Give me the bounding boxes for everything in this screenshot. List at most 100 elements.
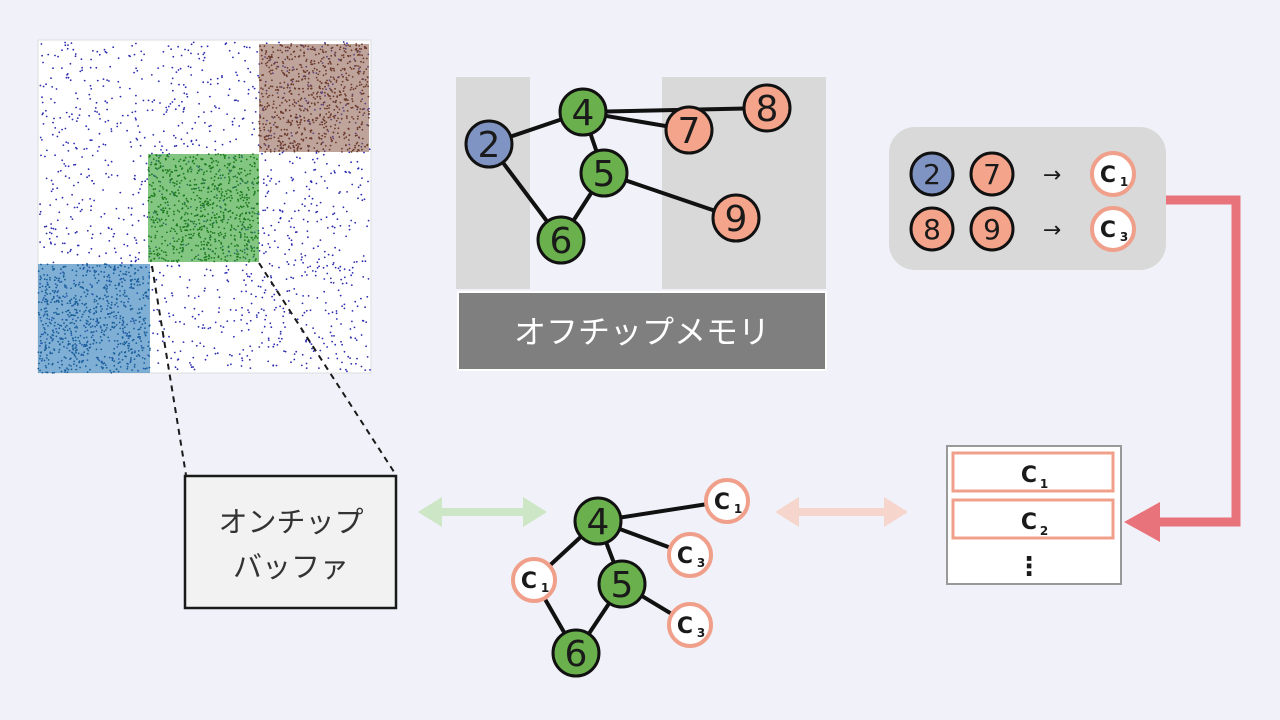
matrix-block-dot [203,247,205,250]
matrix-block-dot [178,182,181,184]
matrix-block-dot [129,335,132,337]
matrix-block-dot [150,201,153,204]
matrix-block-dot [122,324,124,326]
matrix-block-dot [340,93,342,96]
matrix-dot [293,358,296,361]
matrix-dot [56,235,58,238]
matrix-dot [301,256,303,258]
matrix-block-dot [205,259,208,261]
matrix-dot [322,266,325,269]
matrix-block-dot [139,337,141,340]
matrix-dot [78,202,80,205]
matrix-dot [263,309,265,312]
matrix-dot [54,127,57,129]
matrix-dot [139,188,141,190]
svg-text:9: 9 [983,213,1001,246]
matrix-block-dot [128,345,131,347]
matrix-block-dot [171,171,174,173]
matrix-dot [309,357,312,359]
matrix-block-dot [334,127,336,130]
matrix-dot [167,45,170,47]
matrix-block-dot [51,372,54,374]
matrix-dot [183,107,186,109]
matrix-dot [41,96,43,99]
matrix-block-dot [222,236,225,238]
matrix-dot [229,140,232,143]
matrix-block-dot [305,60,308,62]
matrix-dot [209,269,212,272]
matrix-block-dot [238,154,241,156]
matrix-block-dot [175,183,178,186]
matrix-dot [78,114,81,116]
matrix-dot [326,187,329,189]
matrix-block-dot [336,63,339,66]
matrix-dot [160,149,162,151]
matrix-block-dot [91,331,93,334]
matrix-block-dot [164,207,167,210]
matrix-block-dot [138,311,141,314]
matrix-dot [150,74,153,76]
matrix-block-dot [71,352,74,354]
matrix-block-dot [177,189,180,192]
matrix-block-dot [200,189,203,192]
matrix-block-dot [48,321,51,324]
matrix-block-dot [137,278,140,280]
matrix-dot [348,269,351,271]
matrix-block-dot [209,234,212,237]
matrix-block-dot [175,232,178,235]
matrix-dot [156,333,159,335]
matrix-block-dot [72,348,75,351]
matrix-block-dot [212,202,215,204]
matrix-dot [318,258,320,261]
matrix-dot [171,340,174,343]
matrix-block-dot [329,97,332,100]
matrix-block-dot [286,57,289,59]
matrix-block-dot [251,165,254,168]
matrix-dot [307,295,310,297]
matrix-block-dot [195,157,197,160]
matrix-block-dot [167,170,170,173]
matrix-block-dot [321,88,324,90]
matrix-block-dot [195,244,197,247]
matrix-dot [265,251,267,253]
matrix-block-dot [262,109,265,112]
matrix-dot [330,281,332,284]
matrix-block-dot [151,216,154,219]
onchip-node-6: 6 [551,628,601,678]
matrix-dot [343,268,346,271]
matrix-block-dot [147,297,150,300]
matrix-dot [190,364,192,366]
matrix-block-dot [161,257,163,259]
matrix-block-dot [62,338,64,340]
matrix-dot [361,260,364,263]
matrix-block-dot [113,269,116,271]
matrix-block-dot [112,272,115,275]
matrix-dot [255,295,257,298]
matrix-block-dot [196,154,199,156]
matrix-block-dot [168,169,171,171]
matrix-block-dot [161,209,164,212]
matrix-block-dot [64,333,66,335]
matrix-block-dot [333,78,336,81]
matrix-dot [319,349,322,352]
matrix-block-dot [87,315,90,318]
matrix-dot [325,302,327,304]
matrix-block-dot [361,137,364,140]
matrix-block-dot [234,155,237,158]
matrix-block-dot [254,259,257,262]
matrix-dot [333,170,336,172]
matrix-dot [251,133,254,136]
matrix-block-dot [267,146,270,148]
matrix-block-dot [246,204,248,207]
matrix-dot [121,114,124,117]
matrix-dot [346,42,348,45]
matrix-block-dot [138,355,141,357]
matrix-block-dot [62,328,65,331]
matrix-block-dot [201,178,204,180]
matrix-block-dot [83,266,85,269]
matrix-block-dot [318,70,321,73]
matrix-dot [240,319,243,321]
matrix-block-dot [290,83,292,86]
matrix-block-dot [247,186,249,189]
matrix-dot [274,229,276,232]
